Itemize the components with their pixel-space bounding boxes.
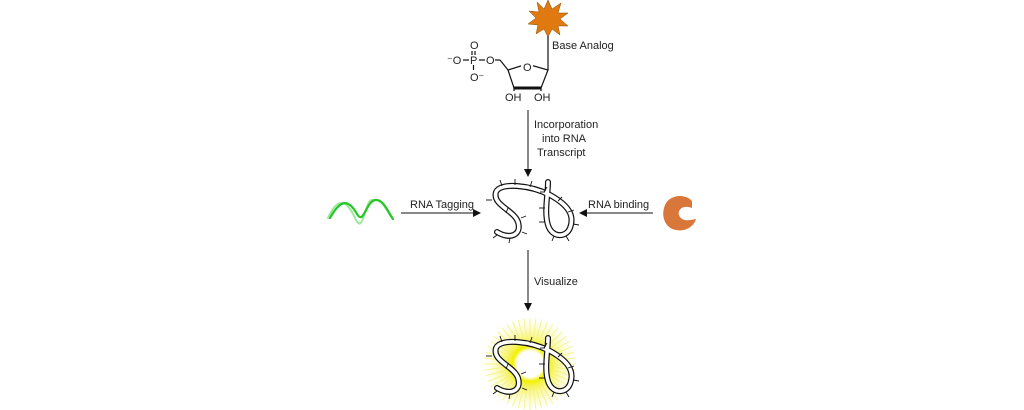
rna-tag-wave-icon [327,198,395,225]
phosphate-p: P [470,55,477,67]
incorporation-label-1: Incorporation [534,119,598,131]
glow-ray [523,383,528,410]
tagging-label: RNA Tagging [410,199,474,211]
phosphate-o-top: O [470,40,479,52]
base-analog-label: Base Analog [552,40,614,52]
glow-ray [485,368,511,377]
visualize-label: Visualize [534,276,578,288]
glow-ray [532,383,537,410]
glow-ray [487,345,512,357]
glow-ray [497,377,517,397]
glow-ray [539,381,554,405]
hydroxyl-left: OH [505,92,522,104]
incorporation-label-2: into RNA [542,133,587,145]
incorporation-label-3: Transcript [537,147,586,159]
binding-label: RNA binding [588,199,649,211]
ring-oxygen: O [523,62,532,74]
glow-ray [489,340,513,355]
glow-ray [523,318,528,345]
base-analog-star-icon [527,0,569,38]
phosphate-o-bridge: O [486,55,495,67]
glow-ray [489,373,513,388]
glow-ray [547,373,571,388]
glow-ray [517,383,526,409]
glow-ray [537,382,549,407]
glow-ray [532,318,537,345]
fluorescent-glow [484,318,576,410]
hydroxyl-right: OH [534,92,551,104]
glow-ray [487,371,512,383]
rna-transcript [486,179,579,243]
glow-ray [537,321,549,346]
phosphate-o-minus-left: ⁻O [447,55,462,67]
phosphate-o-minus-bottom: O⁻ [470,72,485,84]
rna-binding-protein-icon [663,195,696,231]
glow-ray [534,319,543,345]
glow-ray [534,383,543,409]
